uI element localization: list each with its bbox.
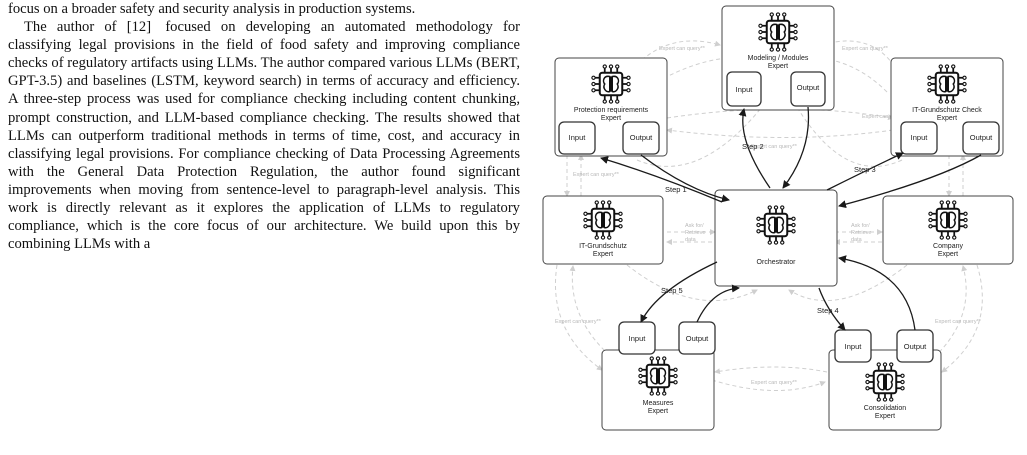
step-label: Step 3 bbox=[854, 165, 876, 174]
input-box bbox=[900, 121, 938, 155]
ask-label: data bbox=[851, 237, 863, 243]
text-line: artifacts using LLMs. The author compare… bbox=[130, 55, 473, 72]
node-it-grundschutz-check-expert: IT-Grundschutz Check Expert Input Output bbox=[890, 57, 1004, 157]
text-line: terms of accuracy and efficiency. A thre… bbox=[8, 73, 520, 108]
arrow-from-itcheck-output bbox=[838, 154, 982, 209]
text-line: focus on a broader safety and security a… bbox=[8, 1, 362, 17]
text-line: methodology for classifying legal provis… bbox=[8, 19, 520, 54]
output-label: Output bbox=[970, 133, 993, 142]
text-line: systems. bbox=[365, 1, 416, 17]
output-box bbox=[962, 121, 1000, 155]
citation-ref: [12] bbox=[126, 19, 152, 36]
node-measures-expert: Input Output Measures Expert bbox=[601, 321, 716, 431]
input-label: Input bbox=[569, 133, 587, 142]
node-label: Measures bbox=[643, 400, 674, 407]
arrow-to-consolidation-input bbox=[818, 287, 846, 331]
paragraph-related-work: The author of [12] focused on developing… bbox=[8, 18, 520, 253]
output-label: Output bbox=[686, 334, 709, 343]
step-label: Step 5 bbox=[661, 286, 683, 295]
ask-label: data bbox=[685, 237, 697, 243]
query-label: Expert can query** bbox=[935, 319, 982, 325]
arrow-to-modeling-input bbox=[738, 108, 771, 189]
output-label: Output bbox=[904, 342, 927, 351]
text-line: prompt construction, and LLM-based compl… bbox=[8, 109, 370, 126]
input-label: Input bbox=[736, 85, 754, 94]
node-label: Expert bbox=[937, 115, 957, 122]
query-label: Expert can query** bbox=[555, 319, 602, 325]
paper-text-column: focus on a broader safety and security a… bbox=[8, 0, 520, 253]
node-it-grundschutz-expert: IT-Grundschutz Expert bbox=[542, 195, 664, 265]
node-label: Company bbox=[933, 243, 963, 250]
node-label: Expert bbox=[875, 413, 895, 420]
arrow-to-itcheck-input bbox=[826, 152, 904, 191]
node-company-expert: Company Expert bbox=[882, 195, 1014, 265]
step-label: Step 4 bbox=[817, 306, 839, 315]
text-line: The results showed that LLMs can outperf… bbox=[8, 109, 520, 144]
step-label: Step 2 bbox=[742, 142, 764, 151]
query-label: Expert can query** bbox=[862, 114, 909, 120]
step-labels: Step 1 Step 2 Step 3 Step 4 Step 5 bbox=[661, 142, 876, 315]
input-box bbox=[558, 121, 596, 155]
arrow-to-protection-input bbox=[600, 156, 723, 203]
text-line: to regulatory compliance, which is the c… bbox=[8, 200, 520, 235]
input-box bbox=[834, 329, 872, 363]
text-segment: The author of bbox=[24, 19, 117, 36]
paragraph-intro: focus on a broader safety and security a… bbox=[8, 0, 520, 18]
query-label: Expert can query** bbox=[751, 380, 798, 386]
text-line: legal provisions. For compliance checkin… bbox=[76, 145, 446, 162]
text-line: food safety and improving compliance che… bbox=[8, 37, 520, 72]
step-label: Step 1 bbox=[665, 185, 687, 194]
output-box bbox=[790, 71, 826, 107]
input-label: Input bbox=[911, 133, 929, 142]
node-label: Orchestrator bbox=[757, 259, 797, 266]
node-label: Consolidation bbox=[864, 405, 907, 412]
node-label: Expert bbox=[601, 115, 621, 122]
ask-label: Retrieve bbox=[851, 230, 871, 236]
text-line: from sentence-level to paragraph-level a… bbox=[8, 181, 520, 217]
ask-label: Ask for/ bbox=[851, 223, 870, 229]
input-box bbox=[618, 321, 656, 355]
node-consolidation-expert: Input Output Consolidation Expert bbox=[828, 329, 942, 431]
node-label: Modeling / Modules bbox=[748, 55, 809, 62]
text-line: focused on developing an automated bbox=[165, 19, 406, 36]
node-modeling-expert: Modeling / Modules Expert Input Output bbox=[721, 5, 835, 111]
query-label: Expert can query** bbox=[842, 46, 889, 52]
query-label: Expert can query** bbox=[573, 172, 620, 178]
text-line: methods in terms of time, cost, and accu… bbox=[8, 127, 520, 162]
input-label: Input bbox=[629, 334, 647, 343]
dashed-labels: Expert can query** Expert can query** Ex… bbox=[555, 46, 982, 386]
architecture-diagram: Expert can query** Expert can query** Ex… bbox=[542, 5, 1014, 431]
node-protection-requirements-expert: Protection requirements Expert Input Out… bbox=[554, 57, 668, 157]
arrow-from-measures-output bbox=[696, 284, 740, 323]
query-label: Expert can query** bbox=[659, 46, 706, 52]
ask-label: Retrieve bbox=[685, 230, 705, 236]
node-label: Protection requirements bbox=[574, 107, 649, 114]
input-label: Input bbox=[845, 342, 863, 351]
node-label: IT-Grundschutz Check bbox=[912, 107, 982, 114]
node-label: Expert bbox=[768, 63, 788, 70]
output-box bbox=[622, 121, 660, 155]
node-label: Expert bbox=[938, 251, 958, 258]
text-line: (BERT, GPT-3.5) and baselines (LSTM, key… bbox=[8, 55, 520, 90]
ask-label: Ask for/ bbox=[685, 223, 704, 229]
arrow-from-consolidation-output bbox=[838, 255, 916, 331]
text-line: used for compliance checking including c… bbox=[165, 91, 520, 108]
text-line: the author found significant improvement… bbox=[8, 163, 521, 198]
text-line: architecture. We build upon this by comb… bbox=[8, 218, 520, 253]
node-label: Expert bbox=[648, 408, 668, 415]
node-label: Expert bbox=[593, 251, 613, 258]
input-box bbox=[726, 71, 762, 107]
node-orchestrator: Orchestrator bbox=[714, 189, 838, 287]
query-label: Expert can query** bbox=[751, 144, 798, 150]
text-line: Agreements with the General Data Protect… bbox=[8, 145, 521, 180]
arrow-to-measures-input bbox=[640, 261, 718, 323]
text-line: is directly relevant as it explores the … bbox=[47, 200, 431, 217]
arrow-from-modeling-output bbox=[782, 106, 810, 189]
arrow-from-protection-output bbox=[640, 154, 730, 203]
node-label: IT-Grundschutz bbox=[579, 243, 627, 250]
output-label: Output bbox=[630, 133, 653, 142]
step-arrows bbox=[600, 106, 982, 331]
output-label: Output bbox=[797, 83, 820, 92]
